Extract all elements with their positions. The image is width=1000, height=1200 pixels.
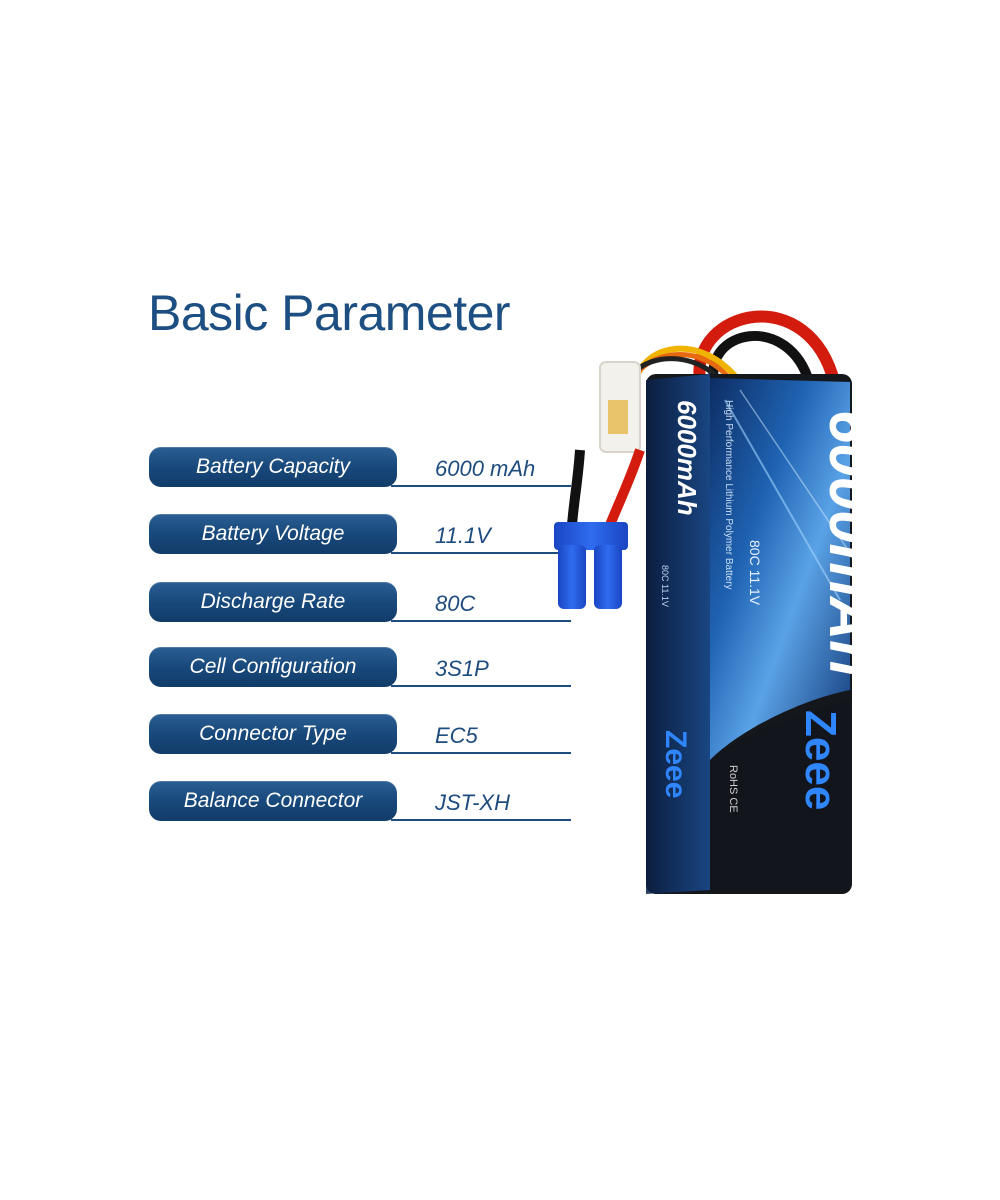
battery-lower-dark bbox=[710, 700, 850, 890]
side-capacity-print: 6000mAh bbox=[672, 400, 702, 516]
battery-pack-image: 6000mAh 80C 11.1V High Performance Lithi… bbox=[554, 310, 870, 894]
spec-label: Battery Voltage bbox=[149, 514, 397, 554]
spec-row-cell-configuration: Cell Configuration 3S1P bbox=[149, 647, 579, 693]
spec-value: JST-XH bbox=[435, 790, 510, 815]
side-rating-print: 80C 11.1V bbox=[660, 565, 670, 607]
spec-underline bbox=[391, 685, 571, 687]
battery-wrap bbox=[710, 378, 850, 760]
balance-connector-pins bbox=[608, 400, 628, 434]
ec5-connector-body bbox=[554, 522, 628, 550]
spec-row-battery-capacity: Battery Capacity 6000 mAh bbox=[149, 447, 579, 493]
spec-underline bbox=[391, 552, 571, 554]
spec-underline bbox=[391, 620, 571, 622]
side-brand-logo: Zeee bbox=[659, 730, 692, 798]
spec-value: 11.1V bbox=[435, 523, 491, 548]
spec-value: 3S1P bbox=[435, 656, 489, 681]
spec-row-connector-type: Connector Type EC5 bbox=[149, 714, 579, 760]
battery-tagline-print: High Performance Lithium Polymer Battery bbox=[723, 400, 734, 590]
spec-label: Cell Configuration bbox=[149, 647, 397, 687]
spec-label: Discharge Rate bbox=[149, 582, 397, 622]
spec-underline bbox=[391, 819, 571, 821]
battery-brand-logo: Zeee bbox=[796, 710, 845, 810]
ec5-connector-leg-left bbox=[558, 545, 586, 609]
spec-label: Connector Type bbox=[149, 714, 397, 754]
spec-label: Balance Connector bbox=[149, 781, 397, 821]
battery-cert-marks: RoHS CE bbox=[727, 765, 739, 813]
battery-capacity-print: 6000mAh bbox=[817, 410, 870, 677]
battery-rating-print: 80C 11.1V bbox=[747, 540, 763, 606]
ec5-connector-leg-right bbox=[594, 545, 622, 609]
spec-row-battery-voltage: Battery Voltage 11.1V bbox=[149, 514, 579, 560]
ec5-black-lead bbox=[567, 449, 585, 526]
ec5-red-lead bbox=[605, 448, 645, 527]
spec-label: Battery Capacity bbox=[149, 447, 397, 487]
light-streak bbox=[724, 399, 841, 601]
light-streak bbox=[739, 389, 849, 551]
spec-row-discharge-rate: Discharge Rate 80C bbox=[149, 582, 579, 628]
page-title: Basic Parameter bbox=[148, 285, 511, 341]
spec-value: 6000 mAh bbox=[435, 456, 536, 481]
spec-value: 80C bbox=[435, 591, 476, 616]
spec-row-balance-connector: Balance Connector JST-XH bbox=[149, 781, 579, 827]
spec-value: EC5 bbox=[435, 723, 478, 748]
spec-underline bbox=[391, 485, 571, 487]
battery-side-face bbox=[646, 374, 710, 894]
spec-underline bbox=[391, 752, 571, 754]
